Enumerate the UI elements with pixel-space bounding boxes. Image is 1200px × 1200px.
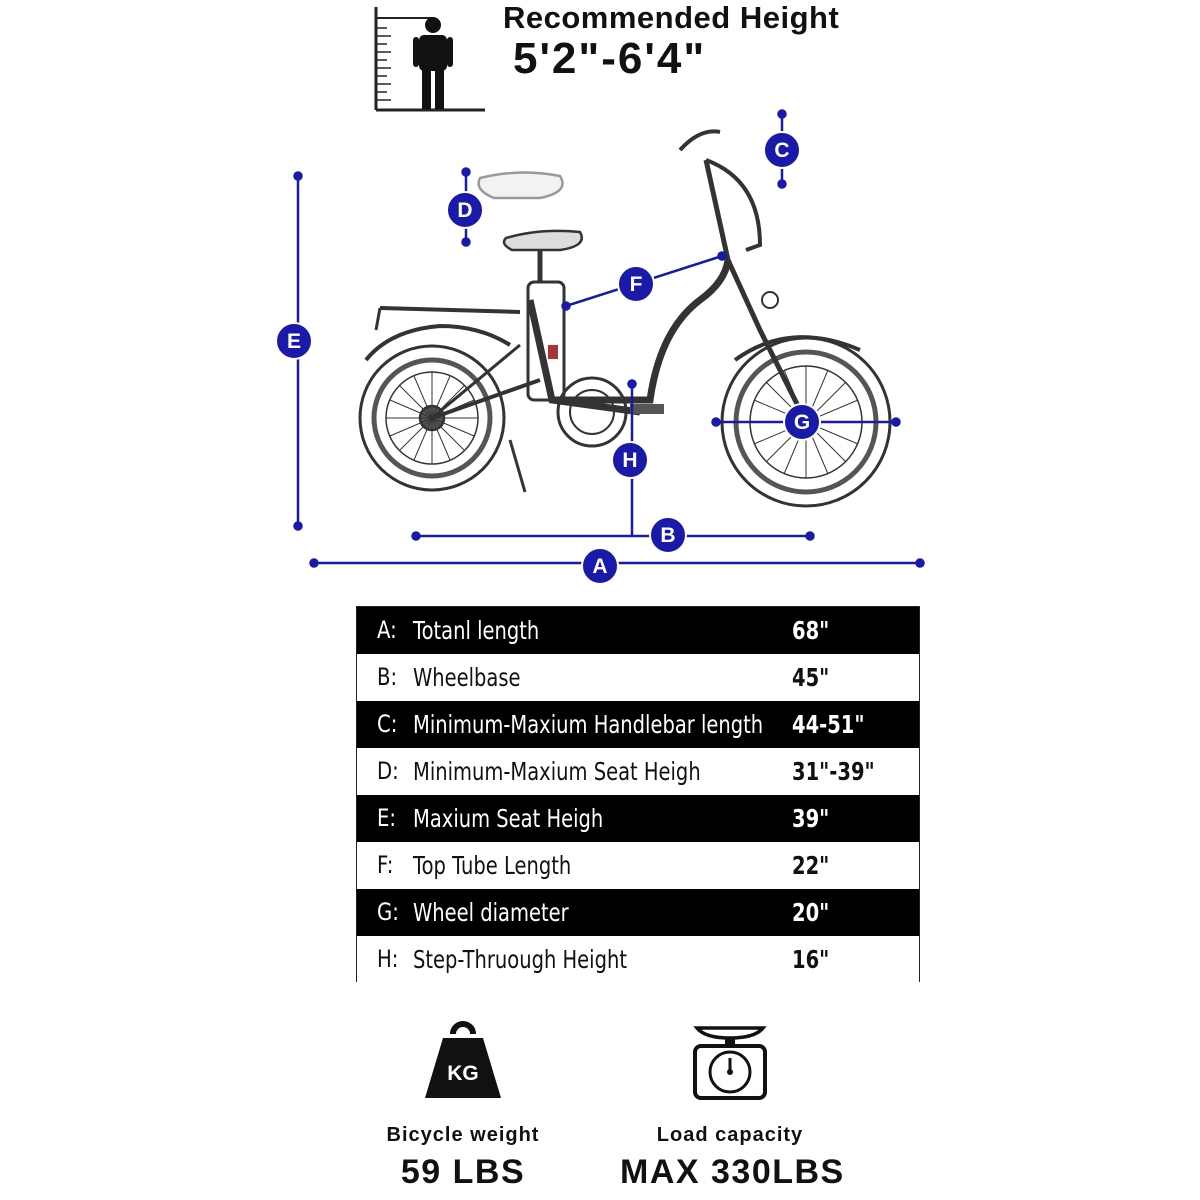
spec-row: A: Totanl length 68" (357, 607, 919, 654)
svg-text:E: E (287, 330, 301, 353)
spec-value: 16" (792, 945, 830, 974)
spec-label: Top Tube Length (413, 851, 572, 880)
spec-value: 39" (792, 804, 830, 833)
svg-text:H: H (622, 449, 637, 472)
svg-text:G: G (794, 411, 810, 434)
spec-value: 22" (792, 851, 830, 880)
svg-text:A: A (592, 555, 607, 578)
marker-h: H (611, 441, 649, 479)
spec-letter: C: (377, 710, 398, 738)
spec-value: 45" (792, 663, 830, 692)
spec-row: C: Minimum-Maxium Handlebar length 44-51" (357, 701, 919, 748)
spec-letter: B: (377, 663, 398, 691)
marker-e: E (275, 322, 313, 360)
spec-row: G: Wheel diameter 20" (357, 889, 919, 936)
spec-value: 20" (792, 898, 830, 927)
marker-d: D (446, 191, 484, 229)
spec-row: B: Wheelbase 45" (357, 654, 919, 701)
recommended-height-block: Recommended Height 5'2"-6'4" (365, 0, 865, 115)
spec-table: A: Totanl length 68" B: Wheelbase 45" C: Minimu… (356, 606, 920, 983)
marker-g: G (783, 403, 821, 441)
spec-letter: A: (377, 616, 397, 644)
svg-text:C: C (774, 139, 789, 162)
person-height-icon (374, 7, 485, 112)
spec-row: H: Step-Thruough Height 16" (357, 936, 919, 983)
spec-letter: G: (377, 898, 399, 926)
spec-label: Wheelbase (413, 663, 521, 692)
recommended-height-title: Recommended Height (503, 0, 840, 35)
bike-dimension-diagram: E D C F G H B A (275, 109, 925, 585)
scale-icon (693, 1026, 767, 1100)
svg-text:D: D (457, 199, 472, 222)
marker-f: F (617, 265, 655, 303)
svg-text:B: B (660, 524, 675, 547)
spec-label: Wheel diameter (413, 898, 569, 927)
bicycle-weight-value: 59 LBS (400, 1153, 526, 1191)
svg-text:F: F (630, 273, 643, 296)
spec-value: 31"-39" (792, 757, 875, 786)
load-capacity-caption: Load capacity (656, 1124, 804, 1146)
svg-text:KG: KG (447, 1062, 479, 1085)
spec-label: Totanl length (413, 616, 540, 645)
bicycle-weight-block: KG Bicycle weight 59 LBS (370, 1018, 556, 1192)
weight-kg-icon: KG (425, 1021, 501, 1098)
spec-letter: D: (377, 757, 399, 785)
spec-value: 68" (792, 616, 830, 645)
spec-value: 44-51" (792, 710, 865, 739)
bicycle-weight-caption: Bicycle weight (386, 1124, 540, 1146)
spec-label: Minimum-Maxium Seat Heigh (413, 757, 701, 786)
load-capacity-value: MAX 330LBS (620, 1153, 845, 1191)
marker-c: C (763, 131, 801, 169)
spec-label: Step-Thruough Height (413, 945, 627, 974)
marker-b: B (649, 516, 687, 554)
spec-row: E: Maxium Seat Heigh 39" (357, 795, 919, 842)
spec-label: Maxium Seat Heigh (413, 804, 604, 833)
marker-a: A (581, 547, 619, 585)
spec-letter: E: (377, 804, 397, 832)
spec-letter: F: (377, 851, 394, 879)
recommended-height-range: 5'2"-6'4" (513, 34, 707, 83)
spec-row: F: Top Tube Length 22" (357, 842, 919, 889)
load-capacity-block: Load capacity MAX 330LBS (620, 1022, 845, 1192)
dimension-markers: E D C F G H B A (275, 131, 821, 585)
spec-label: Minimum-Maxium Handlebar length (413, 710, 764, 739)
spec-letter: H: (377, 945, 399, 973)
spec-row: D: Minimum-Maxium Seat Heigh 31"-39" (357, 748, 919, 795)
